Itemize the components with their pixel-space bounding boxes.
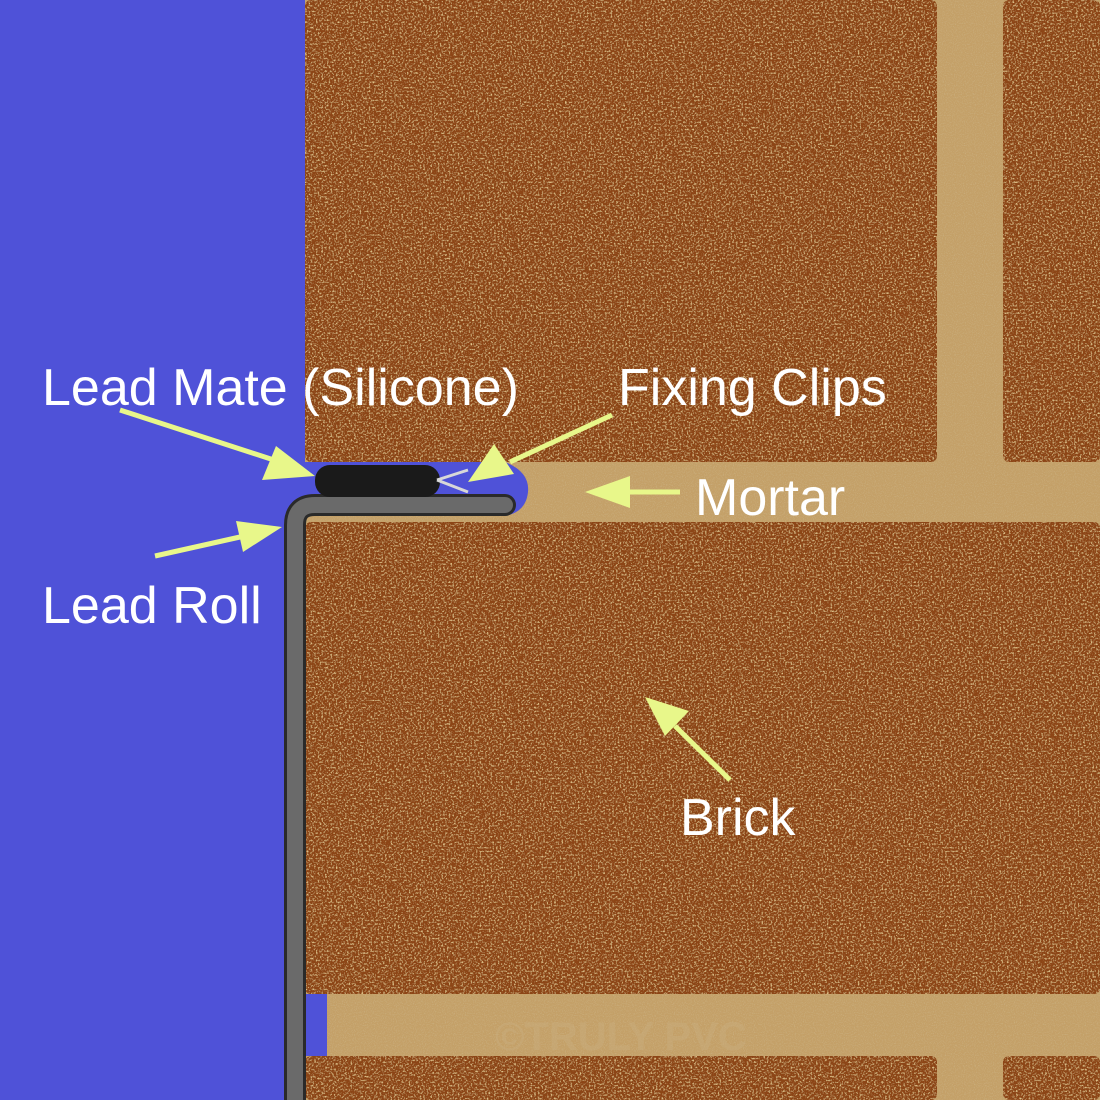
arrow-lead-mate-head <box>262 446 315 480</box>
brick-lower-left <box>305 1056 937 1100</box>
arrow-fixing-clips-head <box>468 444 514 482</box>
lead-roll <box>287 497 513 1100</box>
label-lead-mate: Lead Mate (Silicone) <box>42 359 519 417</box>
callout-arrows <box>119 407 732 782</box>
brick-upper-right <box>1003 0 1100 462</box>
label-brick: Brick <box>680 789 797 847</box>
brick-upper-left <box>305 0 937 462</box>
brick-lower-right <box>1003 1056 1100 1100</box>
lead-mate-silicone <box>315 465 440 497</box>
arrow-lead-roll-head <box>236 521 282 552</box>
label-mortar: Mortar <box>695 469 845 527</box>
brick-wall <box>305 0 1100 1100</box>
arrow-lead-mate <box>119 407 281 465</box>
label-fixing-clips: Fixing Clips <box>618 359 887 417</box>
watermark: ©TRULY PVC <box>495 1015 747 1059</box>
arrow-mortar-head <box>585 476 630 508</box>
arrow-lead-roll <box>154 534 241 559</box>
brick-middle <box>305 522 1100 994</box>
arrow-brick <box>673 724 732 782</box>
arrow-brick-head <box>645 697 689 736</box>
fixing-clip <box>436 468 469 494</box>
arrow-fixing-clips <box>508 412 614 465</box>
label-lead-roll: Lead Roll <box>42 577 262 635</box>
lower-joint-gap <box>305 994 327 1056</box>
